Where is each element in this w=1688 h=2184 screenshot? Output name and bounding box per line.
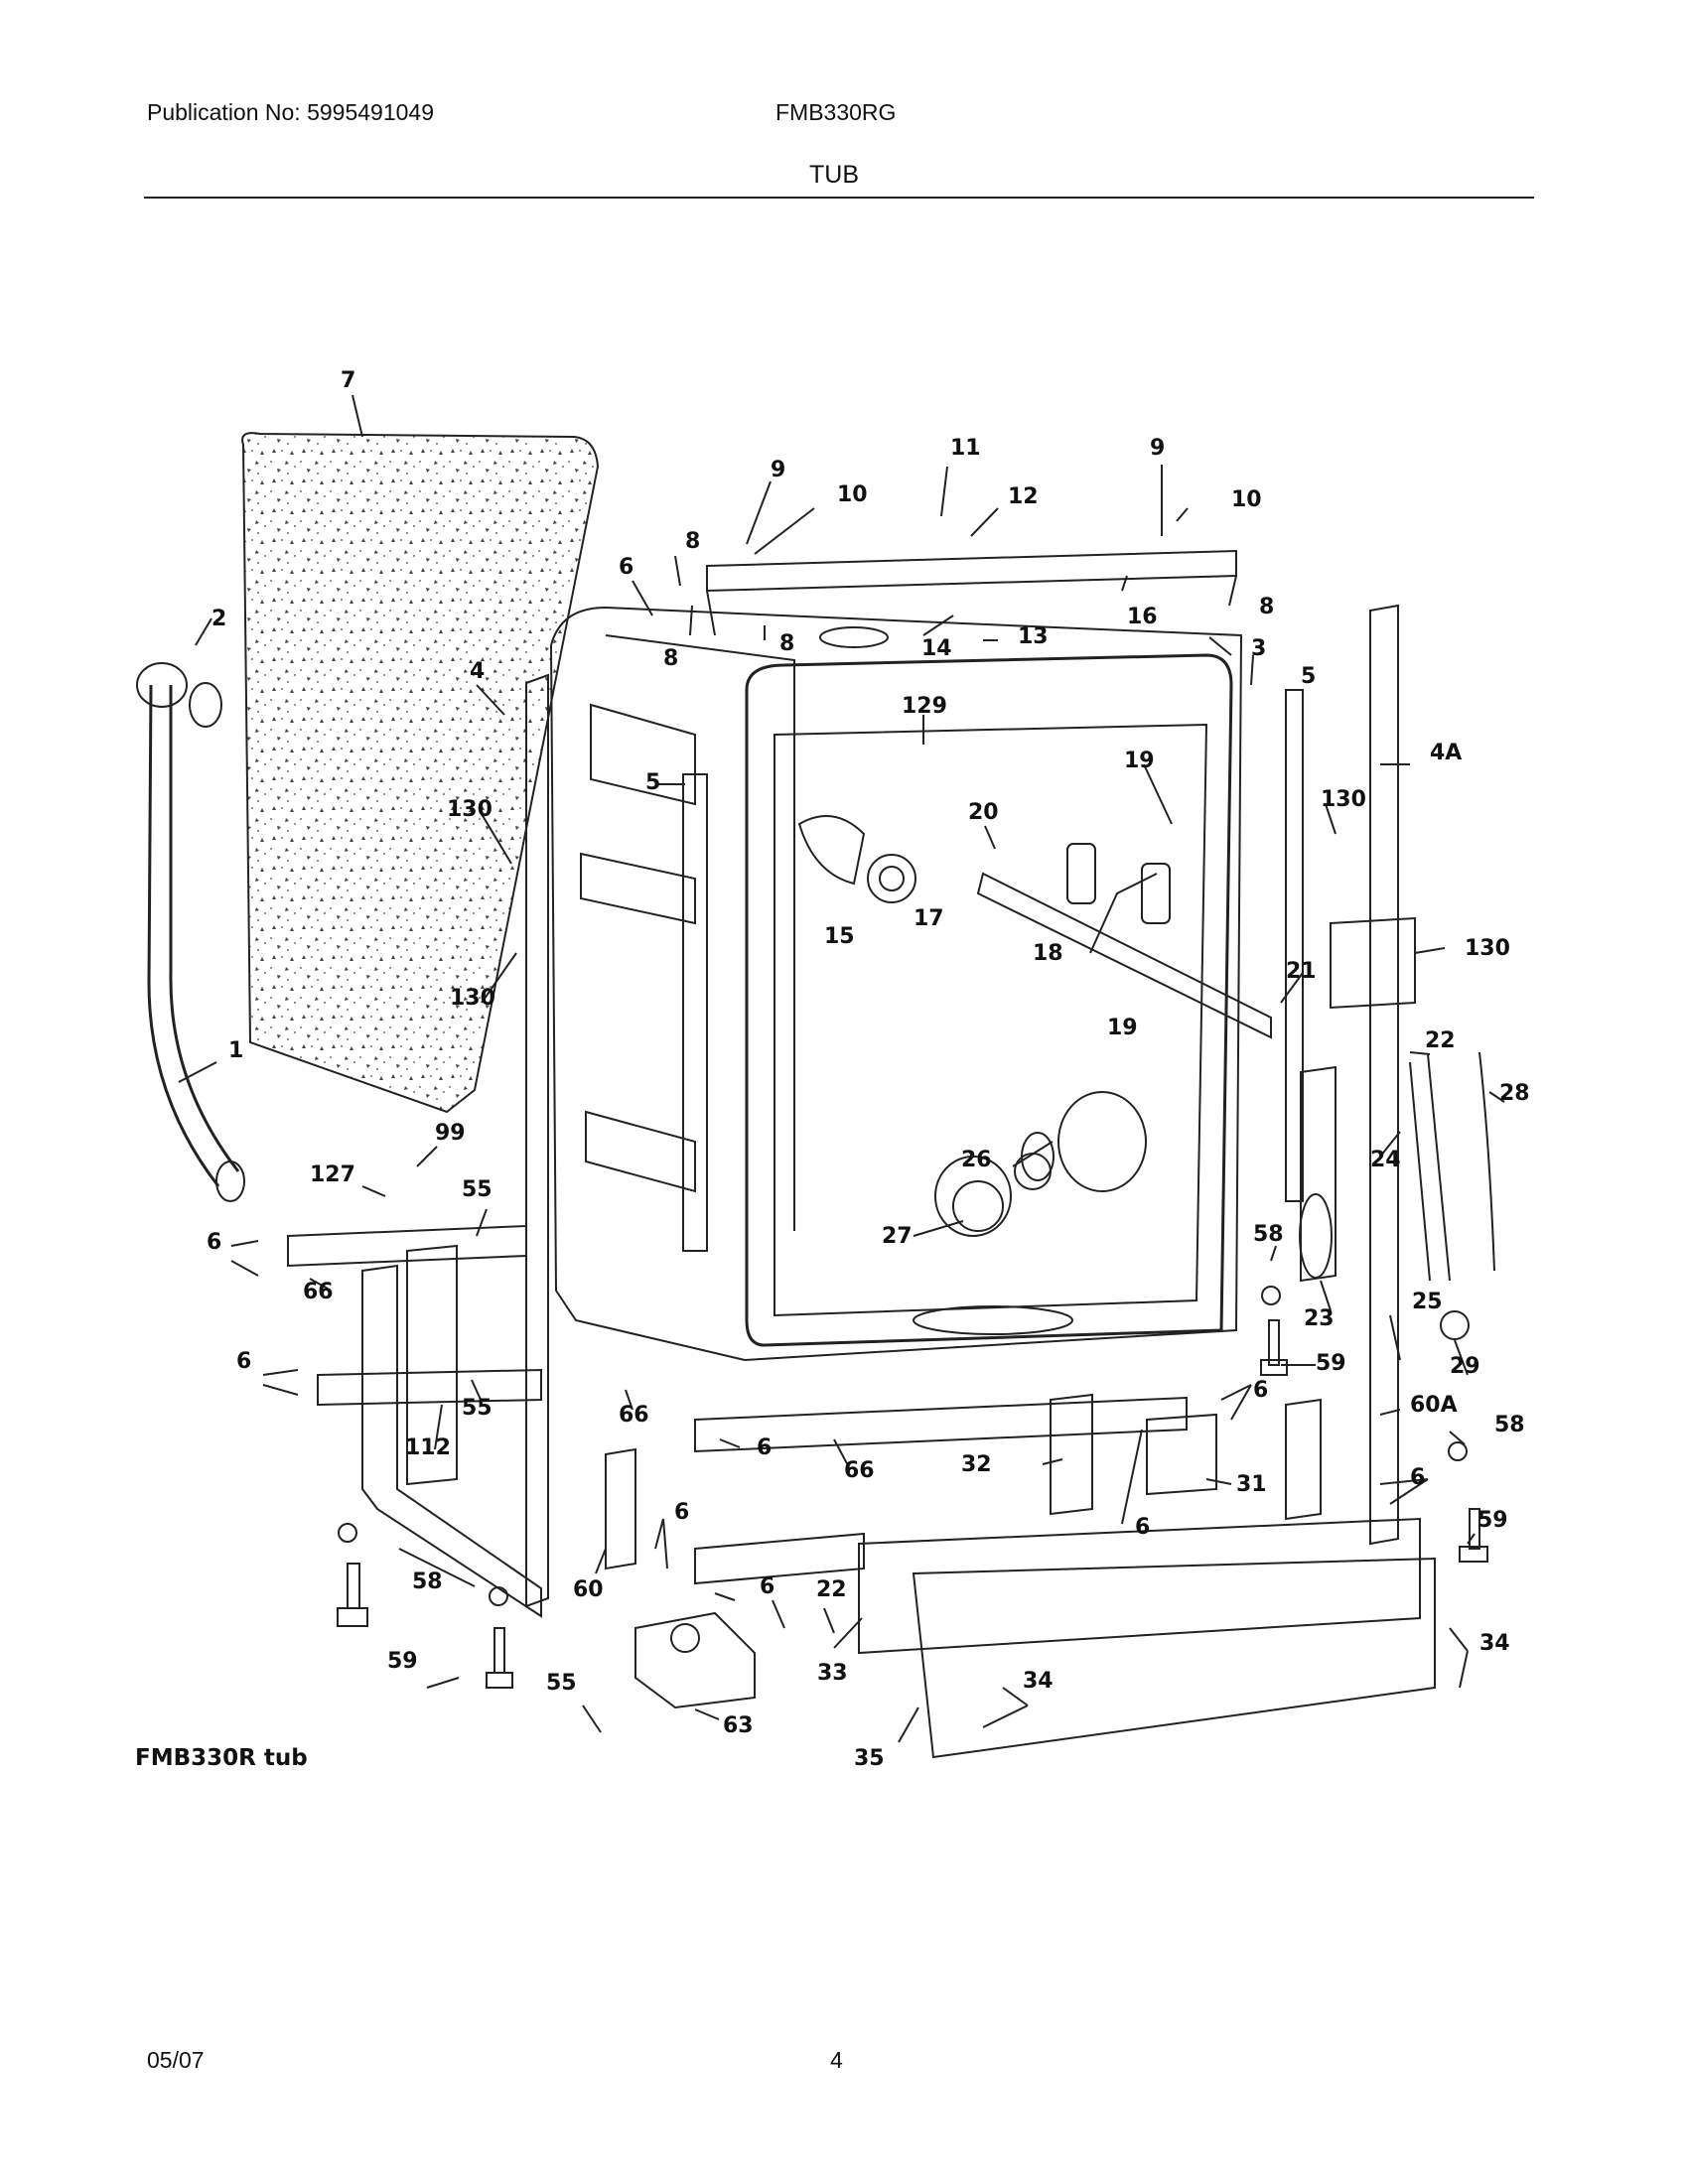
tub-body: [549, 606, 1243, 1362]
callout-23: 23: [1304, 1306, 1335, 1331]
callout-63: 63: [723, 1713, 754, 1738]
callout-14: 14: [921, 636, 952, 661]
callout-9: 9: [1150, 436, 1165, 461]
callout-6: 6: [674, 1500, 689, 1525]
section-title: TUB: [809, 161, 859, 189]
callout-1: 1: [228, 1038, 243, 1063]
callout-8: 8: [779, 631, 794, 656]
toe-panel: [912, 1557, 1436, 1759]
callout-6: 6: [760, 1574, 774, 1599]
callout-58: 58: [412, 1570, 443, 1594]
callout-16: 16: [1127, 605, 1158, 629]
callout-3: 3: [1251, 636, 1266, 661]
callout-66: 66: [303, 1280, 334, 1304]
callout-10: 10: [1231, 487, 1262, 512]
callout-32: 32: [961, 1452, 992, 1477]
callout-6: 6: [236, 1349, 251, 1374]
callout-11: 11: [950, 436, 981, 461]
callout-6: 6: [1253, 1378, 1268, 1403]
callout-58: 58: [1494, 1413, 1525, 1437]
callout-27: 27: [882, 1224, 913, 1249]
footer-date: 05/07: [147, 2047, 205, 2073]
tub-front-opening: [745, 653, 1233, 1347]
header-rule: [144, 197, 1534, 199]
right-side-rail: [1369, 604, 1399, 1546]
callout-22: 22: [1425, 1028, 1456, 1053]
callout-24: 24: [1370, 1148, 1401, 1172]
callout-21: 21: [1286, 959, 1317, 984]
callout-8: 8: [685, 529, 700, 554]
callout-130: 130: [1465, 936, 1510, 961]
callout-127: 127: [310, 1162, 355, 1187]
callout-35: 35: [854, 1746, 885, 1771]
callout-66: 66: [619, 1403, 649, 1428]
callout-26: 26: [961, 1148, 992, 1172]
callout-34: 34: [1479, 1631, 1510, 1656]
left-frame-post: [525, 673, 549, 1608]
callout-59: 59: [1477, 1508, 1508, 1533]
callout-31: 31: [1236, 1472, 1267, 1497]
callout-33: 33: [817, 1661, 848, 1686]
base-rail: [287, 1224, 527, 1268]
callout-13: 13: [1018, 624, 1049, 649]
callout-4A: 4A: [1430, 741, 1462, 765]
spray-arm-hub: [867, 854, 916, 903]
callout-17: 17: [914, 906, 944, 931]
callout-2: 2: [211, 607, 226, 631]
callout-5: 5: [645, 770, 660, 795]
callout-55: 55: [546, 1671, 577, 1696]
callout-28: 28: [1499, 1081, 1530, 1106]
left-base-frame: [361, 1264, 542, 1618]
insulation-blanket: [241, 432, 600, 1114]
callout-130: 130: [447, 797, 492, 822]
callout-130: 130: [1321, 787, 1366, 812]
kick-plate: [858, 1517, 1421, 1655]
diagram-caption: FMB330R tub: [135, 1745, 308, 1771]
callout-99: 99: [435, 1121, 466, 1146]
callout-34: 34: [1023, 1669, 1054, 1694]
callout-8: 8: [663, 646, 678, 671]
callout-9: 9: [771, 458, 785, 482]
callout-129: 129: [902, 694, 947, 719]
callout-22: 22: [816, 1577, 847, 1602]
publication-number: Publication No: 5995491049: [147, 99, 435, 125]
callout-6: 6: [1135, 1515, 1150, 1540]
callout-20: 20: [968, 800, 999, 825]
callout-7: 7: [341, 368, 355, 393]
water-valve: [634, 1611, 756, 1709]
hose-end-fitting: [136, 662, 188, 708]
callout-58: 58: [1253, 1222, 1284, 1247]
callout-19: 19: [1107, 1016, 1138, 1040]
callout-5: 5: [1301, 664, 1316, 689]
drain-hose: [147, 684, 240, 1187]
callout-60A: 60A: [1410, 1393, 1458, 1418]
callout-6: 6: [1410, 1465, 1425, 1490]
callout-18: 18: [1033, 941, 1063, 966]
callout-55: 55: [462, 1177, 492, 1202]
callout-66: 66: [844, 1458, 875, 1483]
callout-6: 6: [207, 1230, 221, 1255]
callout-130: 130: [450, 986, 495, 1011]
callout-112: 112: [405, 1435, 451, 1460]
top-mounting-bracket: [706, 549, 1237, 593]
callout-59: 59: [387, 1649, 418, 1674]
callout-55: 55: [462, 1396, 492, 1421]
callout-29: 29: [1450, 1354, 1480, 1379]
hose-clamp: [189, 682, 222, 728]
callout-8: 8: [1259, 595, 1274, 619]
callout-25: 25: [1412, 1290, 1443, 1314]
callout-6: 6: [619, 555, 633, 580]
callout-19: 19: [1124, 749, 1155, 773]
callout-4: 4: [470, 659, 485, 684]
callout-6: 6: [757, 1435, 772, 1460]
rack-rail: [976, 872, 1272, 1039]
model-number: FMB330RG: [775, 99, 897, 125]
callout-60: 60: [573, 1577, 604, 1602]
page-number: 4: [830, 2047, 843, 2073]
callout-10: 10: [837, 482, 868, 507]
callout-12: 12: [1008, 484, 1039, 509]
callout-59: 59: [1316, 1351, 1346, 1376]
callout-15: 15: [824, 924, 855, 949]
